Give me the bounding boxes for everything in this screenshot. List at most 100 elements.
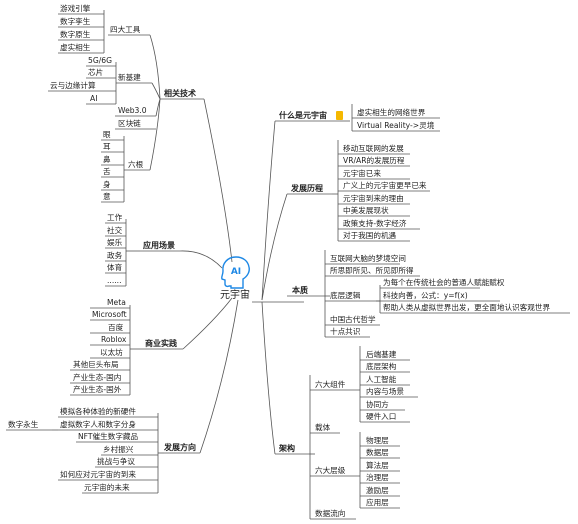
ai-logo-text: AI bbox=[231, 267, 241, 277]
layer-item[interactable]: 物理层 bbox=[366, 436, 389, 445]
business-item[interactable]: 产业生态-国外 bbox=[73, 385, 122, 394]
tool-item[interactable]: 虚实相生 bbox=[60, 43, 91, 52]
group-new-infra[interactable]: 新基建 bbox=[118, 73, 141, 82]
connector bbox=[151, 82, 161, 100]
direction-item[interactable]: 乡村振兴 bbox=[103, 445, 134, 454]
infra-item[interactable]: 云与边缘计算 bbox=[50, 81, 96, 90]
connector bbox=[261, 301, 276, 455]
logic-item[interactable]: 为每个在传统社会的普通人赋能赋权 bbox=[383, 278, 505, 287]
six-layers[interactable]: 六大层级 bbox=[315, 466, 346, 475]
tool-item[interactable]: 数字原生 bbox=[60, 30, 91, 39]
branch-related-tech[interactable]: 相关技术 bbox=[164, 89, 196, 98]
direction-item[interactable]: 虚拟数字人和数字分身 bbox=[60, 420, 136, 429]
essence-logic[interactable]: 底层逻辑 bbox=[330, 291, 361, 300]
layer-item[interactable]: 数据层 bbox=[366, 448, 389, 457]
history-item[interactable]: 中美发展现状 bbox=[343, 206, 389, 215]
infra-item[interactable]: 芯片 bbox=[88, 68, 104, 77]
central-topic[interactable]: 元宇宙 bbox=[220, 290, 250, 301]
web3-item[interactable]: Web3.0 bbox=[118, 106, 147, 115]
branch-application[interactable]: 应用场景 bbox=[143, 241, 175, 250]
layer-item[interactable]: 算法层 bbox=[366, 461, 389, 470]
data-flow[interactable]: 数据流向 bbox=[315, 509, 346, 518]
pin-icon bbox=[336, 111, 343, 120]
essence-item[interactable]: 中国古代哲学 bbox=[330, 315, 376, 324]
application-item[interactable]: 娱乐 bbox=[107, 238, 123, 247]
connector bbox=[149, 34, 161, 100]
branch-business[interactable]: 商业实践 bbox=[145, 339, 177, 348]
connector bbox=[203, 98, 233, 263]
direction-sub-item[interactable]: 数字永生 bbox=[8, 420, 39, 429]
infra-item[interactable]: 5G/6G bbox=[88, 56, 112, 65]
application-item[interactable]: 工作 bbox=[107, 213, 123, 222]
history-item[interactable]: 政策支持-数字经济 bbox=[343, 219, 407, 228]
business-item[interactable]: 百度 bbox=[108, 323, 124, 332]
business-item[interactable]: Microsoft bbox=[92, 310, 127, 319]
sense-item[interactable]: 鼻 bbox=[103, 155, 111, 164]
what-item[interactable]: Virtual Reality->灵境 bbox=[357, 121, 435, 130]
tool-item[interactable]: 数字孪生 bbox=[60, 17, 91, 26]
branch-history[interactable]: 发展历程 bbox=[291, 184, 323, 193]
business-item[interactable]: 以太坊 bbox=[100, 348, 123, 357]
direction-item[interactable]: 挑战与争议 bbox=[97, 457, 135, 466]
essence-item[interactable]: 所思即所见、所见即所得 bbox=[330, 266, 414, 275]
component-item[interactable]: 协同方 bbox=[366, 400, 389, 409]
logic-item[interactable]: 科技向善，公式：y=f(x) bbox=[383, 291, 468, 300]
tool-item[interactable]: 游戏引擎 bbox=[60, 4, 91, 13]
sense-item[interactable]: 耳 bbox=[103, 142, 111, 151]
business-item[interactable]: 其他巨头布局 bbox=[73, 360, 119, 369]
application-item[interactable]: 政务 bbox=[107, 251, 123, 260]
branch-architecture[interactable]: 架构 bbox=[279, 444, 295, 453]
component-item[interactable]: 人工智能 bbox=[366, 375, 397, 384]
connector bbox=[179, 250, 223, 269]
what-item[interactable]: 虚实相生的网络世界 bbox=[357, 108, 426, 117]
direction-item[interactable]: NFT催生数字藏品 bbox=[78, 432, 139, 441]
direction-item[interactable]: 模拟各种体验的新硬件 bbox=[60, 407, 136, 416]
six-components[interactable]: 六大组件 bbox=[315, 380, 346, 389]
essence-item[interactable]: 互联网大脑的梦境空间 bbox=[330, 254, 406, 263]
business-item[interactable]: Meta bbox=[107, 298, 126, 307]
ai-head-icon: AI bbox=[219, 255, 253, 289]
component-item[interactable]: 底层架构 bbox=[366, 362, 397, 371]
component-item[interactable]: 后端基建 bbox=[366, 350, 397, 359]
connector bbox=[261, 120, 276, 301]
sense-item[interactable]: 眼 bbox=[103, 130, 111, 139]
layer-item[interactable]: 激励层 bbox=[366, 486, 389, 495]
connector bbox=[104, 10, 108, 53]
sense-item[interactable]: 身 bbox=[103, 180, 111, 189]
connector bbox=[199, 299, 239, 454]
application-item[interactable]: 社交 bbox=[107, 226, 123, 235]
component-item[interactable]: 硬件入口 bbox=[366, 412, 397, 421]
essence-item[interactable]: 十点共识 bbox=[330, 327, 361, 336]
history-item[interactable]: 移动互联网的发展 bbox=[343, 144, 404, 153]
connector bbox=[149, 98, 161, 171]
branch-development[interactable]: 发展方向 bbox=[164, 443, 196, 452]
history-item[interactable]: 对于我国的机遇 bbox=[343, 231, 397, 240]
application-item[interactable]: 体育 bbox=[107, 263, 123, 272]
branch-what[interactable]: 什么是元宇宙 bbox=[279, 111, 327, 120]
business-item[interactable]: Roblox bbox=[101, 335, 127, 344]
connector-lines bbox=[6, 10, 570, 520]
business-item[interactable]: 产业生态-国内 bbox=[73, 373, 122, 382]
connector bbox=[182, 297, 233, 350]
connector bbox=[261, 193, 288, 301]
direction-item[interactable]: 元宇宙的未来 bbox=[84, 483, 130, 492]
application-item[interactable]: ...... bbox=[107, 276, 122, 285]
history-item[interactable]: 元宇宙已来 bbox=[343, 169, 381, 178]
history-item[interactable]: VR/AR的发展历程 bbox=[343, 156, 405, 165]
group-four-tools[interactable]: 四大工具 bbox=[110, 25, 141, 34]
history-item[interactable]: 广义上的元宇宙更早已来 bbox=[343, 181, 427, 190]
sense-item[interactable]: 舌 bbox=[103, 167, 111, 176]
component-item[interactable]: 内容与场景 bbox=[366, 387, 404, 396]
logic-item[interactable]: 帮助人类从虚拟世界出发，更全面地认识客观世界 bbox=[383, 303, 551, 312]
history-item[interactable]: 元宇宙到来的理由 bbox=[343, 194, 404, 203]
sense-item[interactable]: 意 bbox=[103, 192, 111, 201]
branch-essence[interactable]: 本质 bbox=[292, 286, 308, 295]
direction-item[interactable]: 如何应对元宇宙的到来 bbox=[60, 470, 136, 479]
layer-item[interactable]: 应用层 bbox=[366, 498, 389, 507]
carrier[interactable]: 载体 bbox=[315, 423, 331, 432]
infra-item[interactable]: AI bbox=[90, 94, 98, 103]
group-six-roots[interactable]: 六根 bbox=[128, 160, 144, 169]
layer-item[interactable]: 治理层 bbox=[366, 473, 389, 482]
blockchain-item[interactable]: 区块链 bbox=[118, 119, 141, 128]
